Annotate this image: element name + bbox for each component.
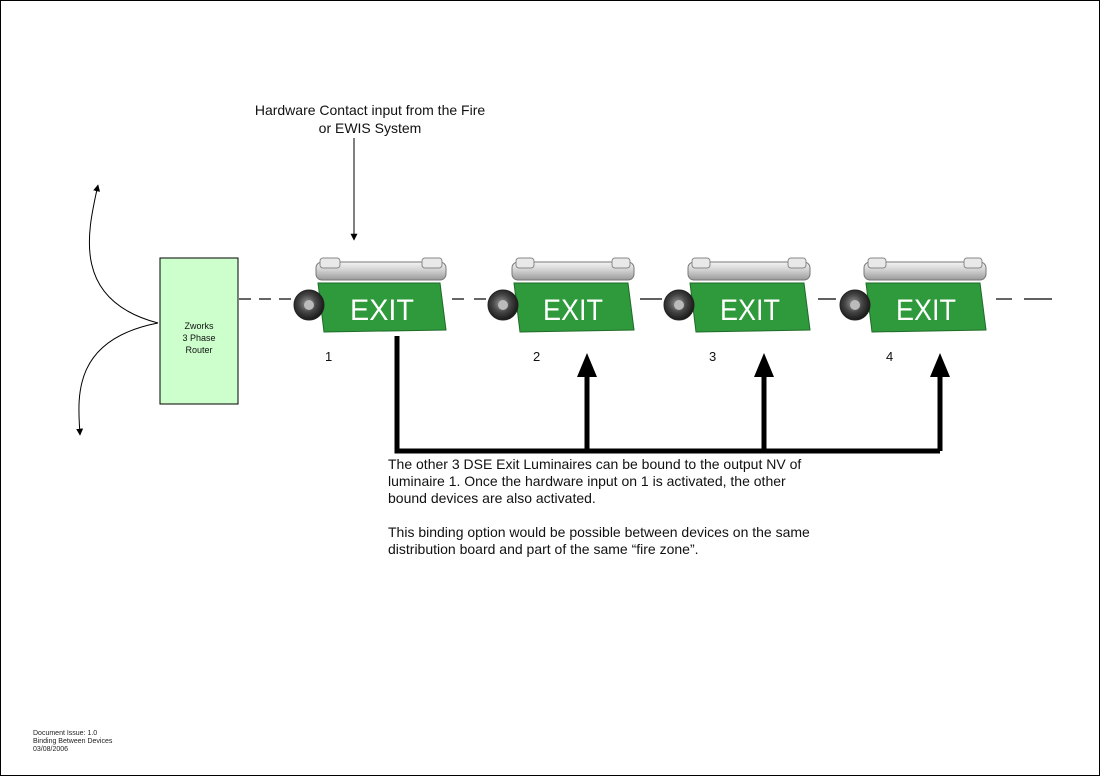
curved-arrow-down — [76, 322, 159, 436]
luminaire-housing-cap — [867, 257, 887, 269]
luminaire-housing-cap — [691, 257, 711, 269]
caption-line: or EWIS System — [318, 120, 422, 136]
luminaire-number-3: 3 — [709, 349, 717, 364]
hardware-input-caption: Hardware Contact input from the Fire or … — [190, 101, 550, 137]
luminaire-4 — [839, 257, 987, 333]
document-issue: Document Issue: 1.0 — [33, 730, 98, 737]
speaker-cone — [304, 300, 314, 310]
document-date: 03/08/2006 — [33, 746, 69, 753]
output-line-from-1 — [394, 336, 940, 454]
description-line: bound devices are also activated. — [388, 490, 596, 506]
router-label: Zworks 3 Phase Router — [160, 320, 238, 356]
luminaire-housing-cap — [611, 257, 631, 269]
curved-arrow-up — [88, 184, 159, 324]
description-line: distribution board and part of the same … — [388, 541, 699, 557]
luminaire-housing-cap — [515, 257, 535, 269]
arrow-head-4 — [930, 353, 950, 377]
router-label-line: 3 Phase — [182, 333, 216, 343]
luminaire-number-4: 4 — [886, 349, 894, 364]
exit-sign-text: EXIT — [896, 294, 956, 327]
document-footer: Document Issue: 1.0 Binding Between Devi… — [33, 730, 112, 754]
caption-line: Hardware Contact input from the Fire — [254, 102, 486, 118]
luminaire-housing-cap — [787, 257, 807, 269]
exit-sign-text: EXIT — [543, 294, 603, 327]
document-title: Binding Between Devices — [33, 738, 113, 745]
arrow-head-3 — [754, 353, 774, 377]
exit-sign-panel — [513, 282, 635, 333]
exit-sign-panel — [689, 282, 811, 333]
binding-lines — [394, 336, 943, 454]
description-paragraph-2: This binding option would be possible be… — [388, 524, 908, 558]
exit-sign-text: EXIT — [720, 294, 780, 327]
description-line: The other 3 DSE Exit Luminaires can be b… — [388, 456, 802, 472]
luminaire-number-1: 1 — [325, 349, 333, 364]
binding-description: The other 3 DSE Exit Luminaires can be b… — [388, 456, 908, 575]
arrow-head-2 — [577, 353, 597, 377]
description-line: This binding option would be possible be… — [388, 524, 810, 540]
luminaire-housing — [511, 261, 635, 281]
luminaire-housing — [315, 261, 447, 281]
description-line: luminaire 1. Once the hardware input on … — [388, 473, 786, 489]
luminaire-housing — [687, 261, 811, 281]
luminaire-2 — [487, 257, 635, 333]
router-label-line: Zworks — [184, 321, 214, 331]
exit-sign-text: EXIT — [350, 294, 414, 327]
exit-sign-panel — [865, 282, 987, 333]
router-box — [159, 257, 239, 405]
luminaire-housing — [863, 261, 987, 281]
luminaire-1 — [293, 257, 447, 333]
luminaire-3 — [663, 257, 811, 333]
luminaire-number-2: 2 — [533, 349, 541, 364]
description-paragraph-1: The other 3 DSE Exit Luminaires can be b… — [388, 456, 908, 507]
speaker-cone — [674, 300, 684, 310]
router-label-line: Router — [185, 345, 213, 355]
speaker-cone — [850, 300, 860, 310]
luminaire-housing-cap — [421, 257, 443, 269]
luminaire-housing-cap — [319, 257, 341, 269]
exit-sign-panel — [317, 282, 447, 333]
speaker-cone — [498, 300, 508, 310]
luminaire-housing-cap — [963, 257, 983, 269]
